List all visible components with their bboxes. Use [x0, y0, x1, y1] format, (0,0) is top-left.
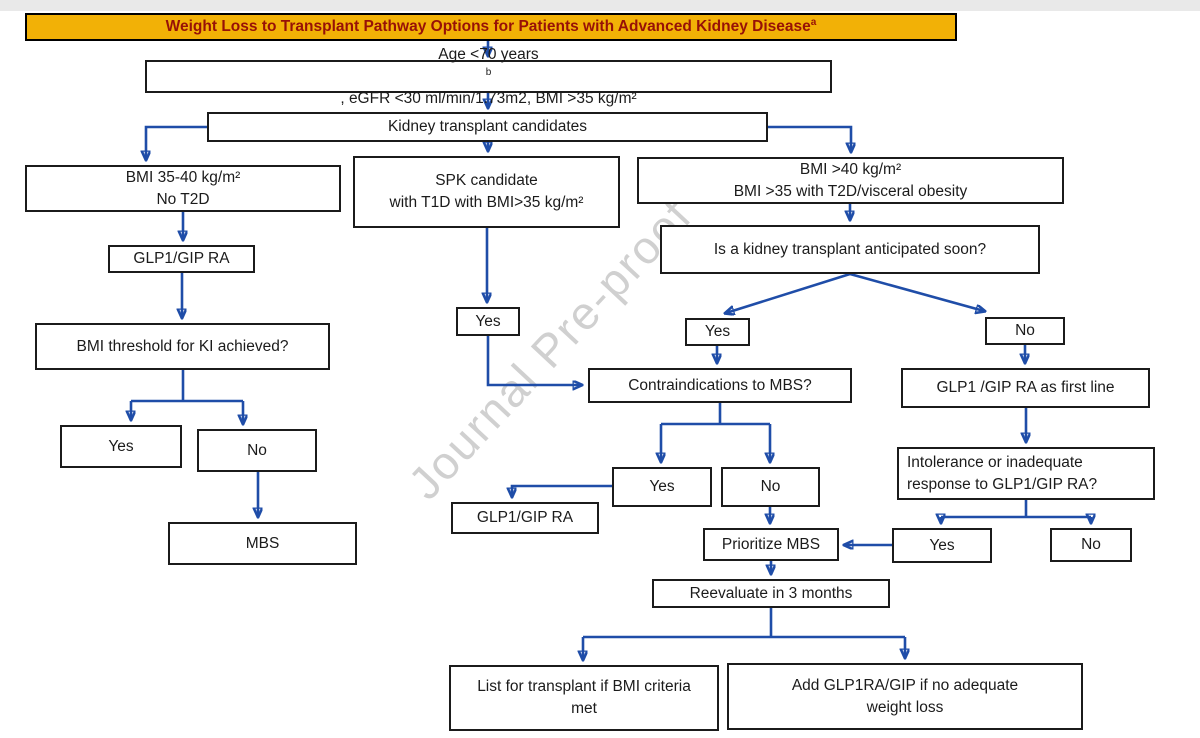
egfr-bmi-text: , eGFR <30 ml/min/1.73m2, BMI >35 kg/m²	[340, 89, 637, 107]
arrow-anticipated-to-no	[849, 272, 984, 311]
glp1-first-line-box: GLP1 /GIP RA as first line	[901, 368, 1150, 408]
bmi-threshold-box: BMI threshold for KI achieved?	[35, 323, 330, 370]
arrow-yesmid-to-contraindications	[486, 336, 581, 385]
no-left-label: No	[247, 441, 267, 459]
no-intolerance-box: No	[1050, 528, 1132, 562]
yes-intolerance-box: Yes	[892, 528, 992, 563]
yes-contra-box: Yes	[612, 467, 712, 507]
yes-mid-label: Yes	[475, 312, 501, 330]
yes-right-box: Yes	[685, 318, 750, 346]
spk-candidate-box: SPK candidate with T1D with BMI>35 kg/m²	[353, 156, 620, 228]
threshold-label: BMI threshold for KI achieved?	[76, 337, 289, 355]
anticipated-soon-box: Is a kidney transplant anticipated soon?	[660, 225, 1040, 274]
intolerance-line1: Intolerance or inadequate	[907, 453, 1083, 471]
yes-left-label: Yes	[108, 437, 134, 455]
bmi-over-40-box: BMI >40 kg/m² BMI >35 with T2D/visceral …	[637, 157, 1064, 204]
no-contra-label: No	[760, 478, 781, 495]
reevaluate-box: Reevaluate in 3 months	[652, 579, 890, 608]
list-line2: met	[571, 700, 597, 717]
bmi-35-40-line1: BMI 35-40 kg/m²	[125, 168, 241, 186]
yes-left-box: Yes	[60, 425, 182, 468]
prioritize-mbs-label: Prioritize MBS	[721, 535, 821, 553]
age-footnote-b: b	[485, 66, 492, 78]
bmi-over-40-line2: BMI >35 with T2D/visceral obesity	[733, 182, 968, 200]
list-for-transplant-box: List for transplant if BMI criteria met	[449, 665, 719, 731]
no-contra-box: No	[721, 467, 820, 507]
yes-intolerance-label: Yes	[929, 536, 955, 554]
criteria-box: Age <70 years b , eGFR <30 ml/min/1.73m2,…	[145, 46, 832, 107]
glp1-left-label: GLP1/GIP RA	[133, 250, 230, 267]
no-intolerance-label: No	[1081, 536, 1101, 553]
mbs-label: MBS	[245, 534, 280, 552]
no-right-label: No	[1015, 322, 1035, 339]
bmi-over-40-line1: BMI >40 kg/m²	[799, 160, 902, 178]
arrow-candidates-to-bmi3540	[146, 125, 207, 159]
no-right-box: No	[985, 317, 1065, 345]
yes-contra-label: Yes	[649, 478, 675, 495]
glp1-gip-ra-left-box: GLP1/GIP RA	[108, 245, 255, 273]
ktc-label: Kidney transplant candidates	[387, 118, 588, 135]
contraindications-box: Contraindications to MBS?	[588, 368, 852, 403]
bmi-35-40-box: BMI 35-40 kg/m² No T2D	[25, 165, 341, 212]
glp1-mid-label: GLP1/GIP RA	[476, 509, 574, 526]
bmi-35-40-line2: No T2D	[156, 190, 210, 208]
yes-mid-box: Yes	[456, 307, 520, 336]
intolerance-box: Intolerance or inadequate response to GL…	[897, 447, 1155, 500]
add-glp1-line1: Add GLP1RA/GIP if no adequate	[791, 676, 1019, 694]
yes-right-label: Yes	[704, 323, 731, 340]
kidney-transplant-candidates-box: Kidney transplant candidates	[207, 112, 768, 142]
intolerance-line2: response to GLP1/GIP RA?	[907, 475, 1098, 493]
age-text: Age <70 years	[438, 45, 539, 63]
arrow-yescontra-to-glp1	[512, 484, 612, 496]
arrow-anticipated-to-yes	[726, 272, 851, 313]
figure-title: Weight Loss to Transplant Pathway Option…	[25, 13, 957, 41]
spk-line1: SPK candidate	[435, 172, 538, 189]
arrow-candidates-to-bmi40	[768, 125, 851, 151]
mbs-box: MBS	[168, 522, 357, 565]
add-glp1-box: Add GLP1RA/GIP if no adequate weight los…	[727, 663, 1083, 730]
page-edge	[0, 0, 1200, 11]
reevaluate-label: Reevaluate in 3 months	[689, 584, 853, 602]
add-glp1-line2: weight loss	[866, 698, 944, 716]
no-left-box: No	[197, 429, 317, 472]
title-footnote-a: a	[810, 16, 817, 28]
prioritize-mbs-box: Prioritize MBS	[703, 528, 839, 561]
anticipated-label: Is a kidney transplant anticipated soon?	[713, 240, 987, 258]
title-text: Weight Loss to Transplant Pathway Option…	[165, 18, 811, 35]
glp1-first-line-label: GLP1 /GIP RA as first line	[936, 379, 1115, 396]
contraindications-label: Contraindications to MBS?	[628, 376, 812, 394]
glp1-gip-ra-mid-box: GLP1/GIP RA	[451, 502, 599, 534]
spk-line2: with T1D with BMI>35 kg/m²	[389, 194, 584, 211]
list-line1: List for transplant if BMI criteria	[477, 678, 691, 695]
